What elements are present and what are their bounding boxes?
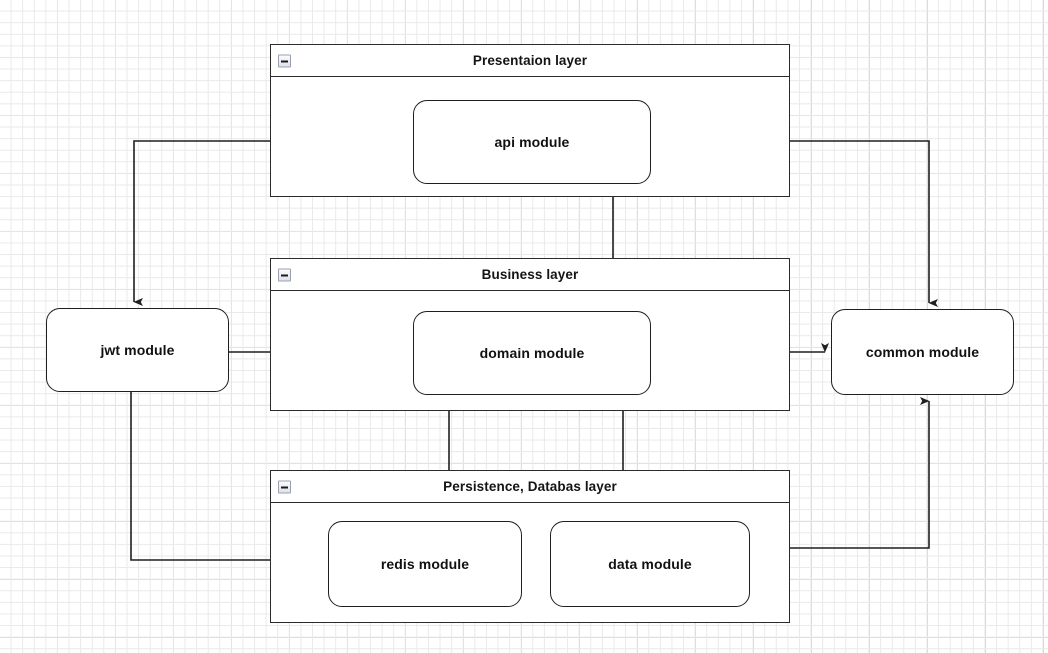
module-label-data: data module (608, 556, 692, 572)
module-node-redis[interactable]: redis module (328, 521, 522, 607)
module-node-domain[interactable]: domain module (413, 311, 651, 395)
module-label-jwt: jwt module (100, 342, 175, 358)
module-node-common[interactable]: common module (831, 309, 1014, 395)
collapse-minus-icon[interactable] (278, 480, 291, 493)
layer-header-presentation: Presentaion layer (271, 45, 789, 77)
module-label-redis: redis module (380, 556, 470, 572)
module-label-domain: domain module (479, 345, 585, 361)
layer-title-business: Business layer (481, 267, 579, 282)
module-label-common: common module (865, 344, 980, 360)
collapse-minus-icon[interactable] (278, 268, 291, 281)
module-label-api: api module (494, 134, 570, 150)
layer-header-business: Business layer (271, 259, 789, 291)
collapse-minus-icon[interactable] (278, 54, 291, 67)
layer-title-presentation: Presentaion layer (472, 53, 588, 68)
layer-title-persistence: Persistence, Databas layer (443, 479, 617, 494)
layer-header-persistence: Persistence, Databas layer (271, 471, 789, 503)
module-node-jwt[interactable]: jwt module (46, 308, 229, 392)
module-node-api[interactable]: api module (413, 100, 651, 184)
module-node-data[interactable]: data module (550, 521, 750, 607)
